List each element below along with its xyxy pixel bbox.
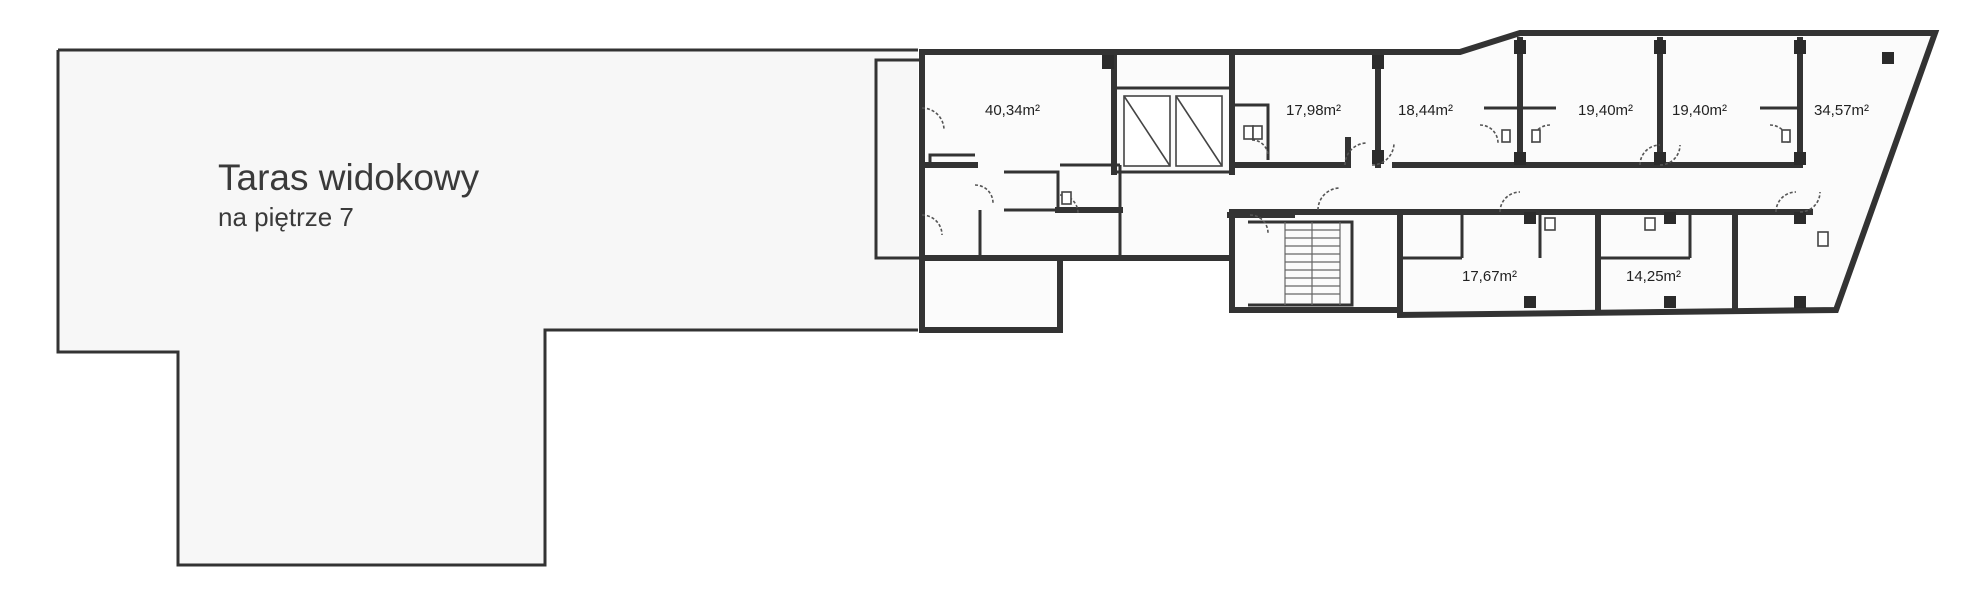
- building-walls: [874, 30, 1940, 333]
- room-area-label: 40,34m²: [985, 102, 1040, 119]
- room-area-label: 17,98m²: [1286, 102, 1341, 119]
- stairs-icon: [1284, 222, 1341, 305]
- room-area-label: 17,67m²: [1462, 268, 1517, 285]
- bathroom-fixtures: [1061, 125, 1829, 247]
- structural-posts: [1102, 40, 1894, 308]
- room-area-label: 34,57m²: [1814, 102, 1869, 119]
- room-area-label: 18,44m²: [1398, 102, 1453, 119]
- labels: Taras widokowy na piętrze 7 40,34m² 17,9…: [218, 102, 1869, 285]
- terrace-area: [56, 48, 918, 567]
- room-area-label: 19,40m²: [1672, 102, 1727, 119]
- terrace-subtitle: na piętrze 7: [218, 202, 354, 232]
- terrace-title: Taras widokowy: [218, 157, 480, 198]
- door-swings: [921, 107, 1821, 236]
- room-area-label: 14,25m²: [1626, 268, 1681, 285]
- elevator-icon: [1123, 95, 1223, 167]
- room-area-label: 19,40m²: [1578, 102, 1633, 119]
